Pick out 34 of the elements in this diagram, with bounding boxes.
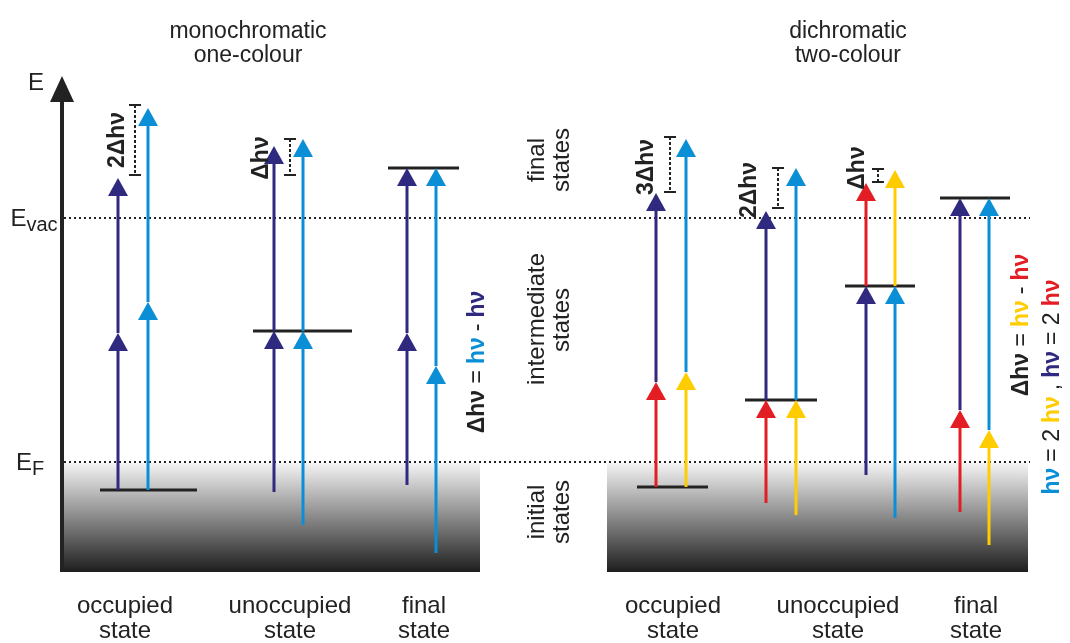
column-label: unoccupied state xyxy=(227,591,353,643)
region-label: final states xyxy=(522,127,574,194)
energy-difference-label: 2Δhν xyxy=(103,111,129,169)
panel-heading: dichromatic two-colour xyxy=(788,17,908,67)
formula-term: hν xyxy=(1037,279,1064,307)
column-label: occupied state xyxy=(623,591,723,643)
formula-term: = 2 xyxy=(1037,312,1064,345)
column-label: unoccupied state xyxy=(775,591,901,643)
energy-difference-label: 2Δhν xyxy=(735,161,761,219)
region-label: initial states xyxy=(522,479,574,546)
formula-term: hν xyxy=(1006,253,1033,281)
energy-difference-label: Δhν xyxy=(843,146,869,190)
column-label: final state xyxy=(397,591,451,643)
column-label: occupied state xyxy=(75,591,175,643)
formula-term: hν xyxy=(1037,396,1064,424)
formula-term: hν xyxy=(462,290,489,318)
axis-label: E xyxy=(28,69,44,95)
formula-term: hν xyxy=(1006,300,1033,328)
formula-term: hν xyxy=(462,337,489,365)
region-label: intermediate states xyxy=(522,255,574,385)
formula-term: Δhν = xyxy=(462,370,489,434)
formula-term: , xyxy=(1037,383,1064,391)
formula-term: hν xyxy=(1037,350,1064,378)
formula-term: hν xyxy=(1037,467,1064,495)
panel-heading: monochromatic one-colour xyxy=(168,17,328,67)
energy-level-label: E$_{F}$ xyxy=(15,448,45,480)
formula-term: Δhν = xyxy=(1006,333,1033,397)
energy-difference-label: Δhν xyxy=(247,136,273,180)
formula-term: - xyxy=(462,323,489,332)
column-label: final state xyxy=(949,591,1003,643)
formula-term: = 2 xyxy=(1037,429,1064,462)
energy-level-label: E$_{vac}$ xyxy=(10,204,58,236)
energy-difference-label: 3Δhν xyxy=(632,138,658,196)
formula-term: - xyxy=(1006,286,1033,295)
